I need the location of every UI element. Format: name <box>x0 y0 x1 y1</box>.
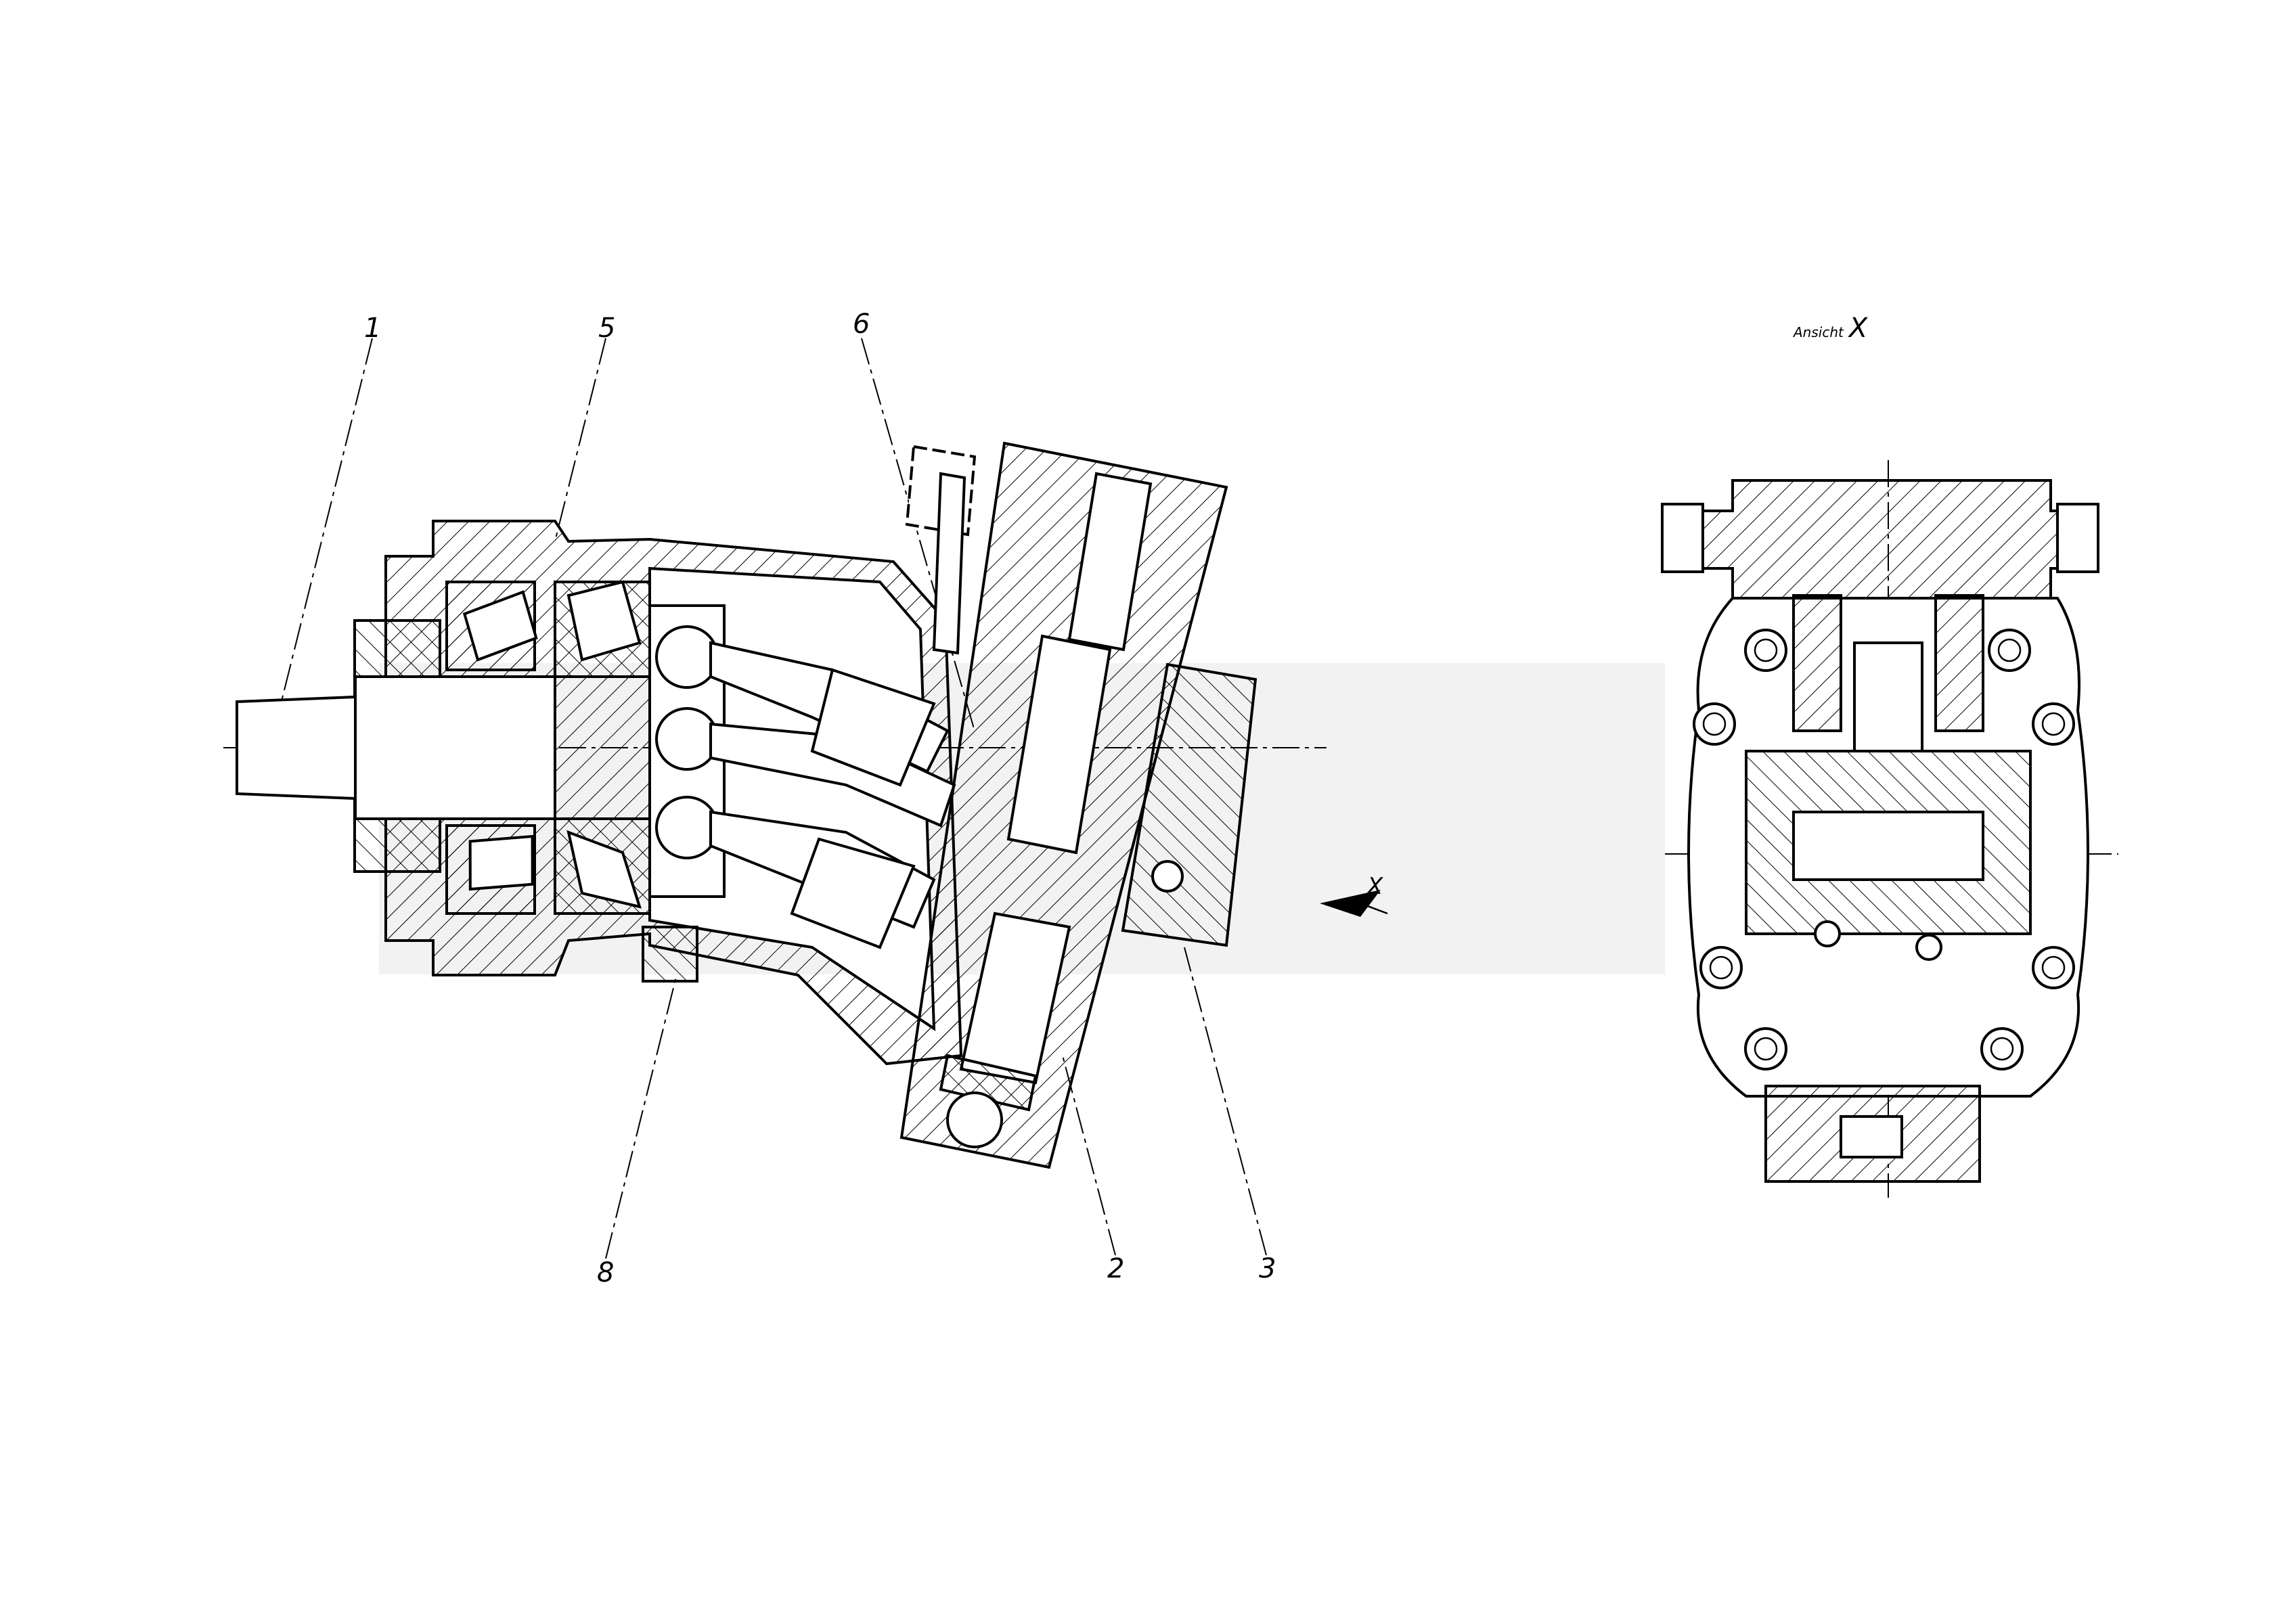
leader-line-6 <box>861 338 975 731</box>
motor-section-view <box>223 338 1388 1259</box>
bolts <box>1693 629 2075 1070</box>
fitting-left <box>1661 503 1704 573</box>
drain-plug <box>642 926 698 983</box>
leader-line-8 <box>605 974 677 1259</box>
control-piston-bore <box>1006 634 1112 855</box>
pressure-valve <box>1067 472 1153 652</box>
part-label-5: 5 <box>598 313 616 344</box>
part-label-6: 6 <box>853 309 870 340</box>
leader-line-1 <box>270 338 373 745</box>
valve-left <box>1792 594 1842 732</box>
top-manifold <box>1684 479 2099 600</box>
valve-center <box>1853 641 1923 752</box>
leader-line-5 <box>554 338 606 542</box>
seal-pack <box>939 1054 1038 1112</box>
valve-right <box>1934 594 1984 732</box>
leader-line-2 <box>1062 1055 1116 1256</box>
view-arrow-label: X <box>1367 873 1383 900</box>
taper-roller-bearings <box>445 580 651 915</box>
plug-screw <box>946 1091 1003 1148</box>
part-label-8: 8 <box>597 1257 615 1288</box>
part-label-1: 1 <box>364 313 382 344</box>
view-title-text: Ansicht <box>1794 324 1844 340</box>
control-port <box>1151 860 1184 893</box>
shaft-body <box>354 675 556 820</box>
pistons <box>655 625 956 949</box>
fitting-right <box>2056 503 2099 573</box>
leader-line-3 <box>1184 947 1267 1256</box>
part-label-2: 2 <box>1107 1253 1125 1284</box>
view-title-letter: X <box>1848 313 1868 344</box>
view-arrow-icon <box>1320 890 1381 917</box>
drive-shaft <box>236 695 357 800</box>
view-x <box>1661 460 2118 1198</box>
part-label-3: 3 <box>1259 1253 1276 1284</box>
sensor-pin <box>932 472 966 655</box>
